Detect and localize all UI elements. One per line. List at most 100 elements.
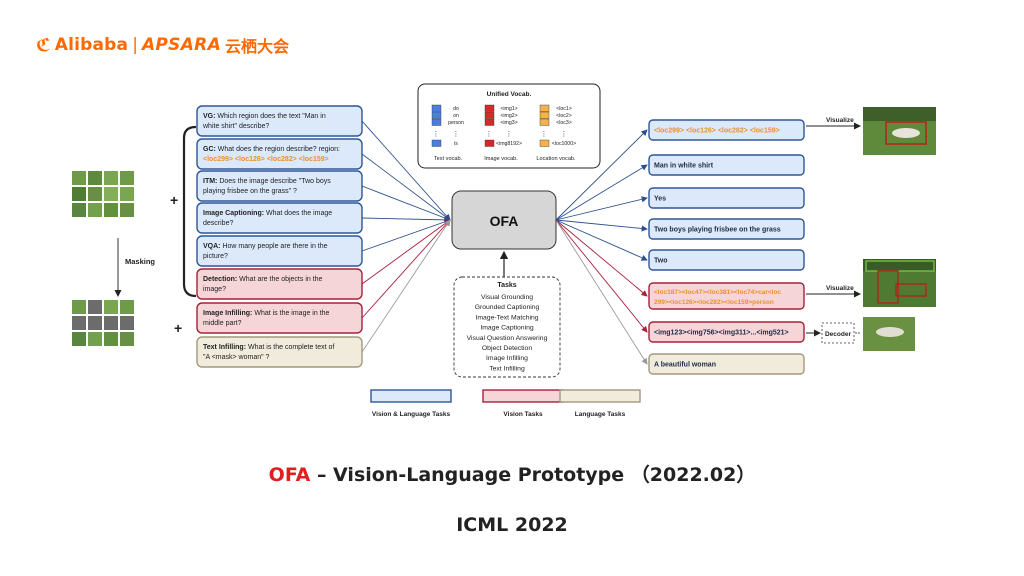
output-connector [555,129,648,221]
vocab-ellipsis: ⋮ [506,131,513,138]
vocab-token: <img3> [500,120,517,126]
input-text: Detection: What are the objects in the [203,276,323,283]
task-item: Visual Question Answering [467,335,548,342]
image-patch [72,203,86,217]
input-bracket [182,125,197,298]
ofa-model-box: OFA [451,190,557,250]
title-ofa: OFA [268,464,311,486]
legend-label: Vision Tasks [503,411,543,418]
input-text-line2: describe? [203,220,233,227]
task-item: Image-Text Matching [475,314,538,321]
vocab-token: <img2> [500,113,517,119]
alibaba-smile-icon: ℭ [36,34,51,56]
logo-brand: Alibaba [54,35,129,55]
tasks-title: Tasks [497,282,516,289]
input-connector [361,120,451,221]
input-connector [361,219,451,319]
output-box: Two [648,249,805,271]
legend-item: Language Tasks [559,389,641,418]
ofa-label: OFA [490,213,519,229]
legend-label: Language Tasks [575,411,626,418]
image-patch [120,203,134,217]
plus-sign-bottom: + [174,320,182,336]
masked-patch [72,316,86,330]
vocab-token: is [454,141,458,147]
image-patch [104,203,118,217]
output-box: <img123><img756><img311>...<img521> [648,321,805,343]
ofa-diagram-svg: Masking + + Unified Vocab. doonpersonis⋮… [72,83,936,418]
plus-sign-top: + [170,192,178,208]
masked-patch [88,300,102,314]
output-text: <loc187><loc47><loc381><loc74>car<loc [654,289,781,296]
grounding-result-photo [863,107,936,155]
vocab-token: on [453,113,459,119]
input-box: VG: Which region does the text "Man inwh… [196,105,363,137]
masking-label: Masking [125,257,155,266]
output-text: Man in white shirt [654,163,714,170]
vocab-token-cell [431,111,442,119]
image-patch [104,332,118,346]
vocab-token: <loc1> [556,106,572,112]
image-patch [88,332,102,346]
output-box: Yes [648,187,805,209]
vocab-token: person [448,120,464,126]
vocab-caption: Location vocab. [536,156,576,162]
vocab-token-cell [539,111,550,119]
input-loc-line: <loc299> <loc126> <loc282> <loc159> [203,156,329,163]
vocab-token-cell [539,104,550,112]
output-box: <loc299> <loc126> <loc282> <loc159> [648,119,805,141]
output-box: A beautiful woman [648,353,805,375]
output-connector [555,196,648,221]
input-box: VQA: How many people are there in thepic… [196,235,363,267]
task-item: Image Captioning [480,325,533,332]
task-item: Object Detection [482,345,532,352]
vocab-title: Unified Vocab. [487,91,532,98]
image-patch [120,332,134,346]
vocab-ellipsis: ⋮ [433,131,440,138]
image-patch [104,171,118,185]
title-rest: – Vision-Language Prototype （2022.02） [310,464,756,486]
input-box: GC: What does the region describe? regio… [196,138,363,170]
input-text: GC: What does the region describe? regio… [203,146,340,153]
output-connector [555,219,648,261]
task-item: Grounded Captioning [475,304,540,311]
logo-chinese: 云栖大会 [225,37,290,56]
input-text: Image Captioning: What does the image [203,210,332,217]
input-text-line2: white shirt" describe? [202,123,269,130]
input-text: Text Infilling: What is the complete tex… [203,344,334,351]
vocab-token-cell [539,139,550,147]
vocab-token-cell [431,139,442,147]
vocab-token-cell [539,118,550,126]
image-patch [88,171,102,185]
input-connector [361,185,451,221]
decoder-box: Decoder [821,322,855,344]
input-text-line2: middle part? [203,320,242,327]
logo-product: APSARA [141,35,222,55]
image-patch [104,187,118,201]
input-text: VQA: How many people are there in the [203,243,328,250]
image-patch [72,300,86,314]
output-connector [555,219,648,232]
decoded-image-photo [863,317,915,351]
vocab-token-cell [431,118,442,126]
image-patch [104,300,118,314]
image-patch [120,300,134,314]
vocab-ellipsis: ⋮ [561,131,568,138]
task-item: Visual Grounding [481,294,533,301]
visualize-label-top: Visualize [826,117,854,124]
legend-item: Vision & Language Tasks [370,389,452,418]
input-connector [361,153,451,221]
input-text-line2: "A <mask> woman" ? [203,354,270,361]
image-patch [120,187,134,201]
vocab-token-cell [484,104,495,112]
task-item: Text Infilling [489,365,525,372]
vocab-token: <loc3> [556,120,572,126]
alibaba-apsara-logo: ℭ Alibaba | APSARA 云栖大会 [36,34,290,57]
slide-venue: ICML 2022 [456,514,568,536]
vocab-caption: Text vocab. [434,156,463,162]
input-text: Image Infilling: What is the image in th… [203,310,330,317]
image-patch [72,332,86,346]
input-box: Image Infilling: What is the image in th… [196,302,363,334]
